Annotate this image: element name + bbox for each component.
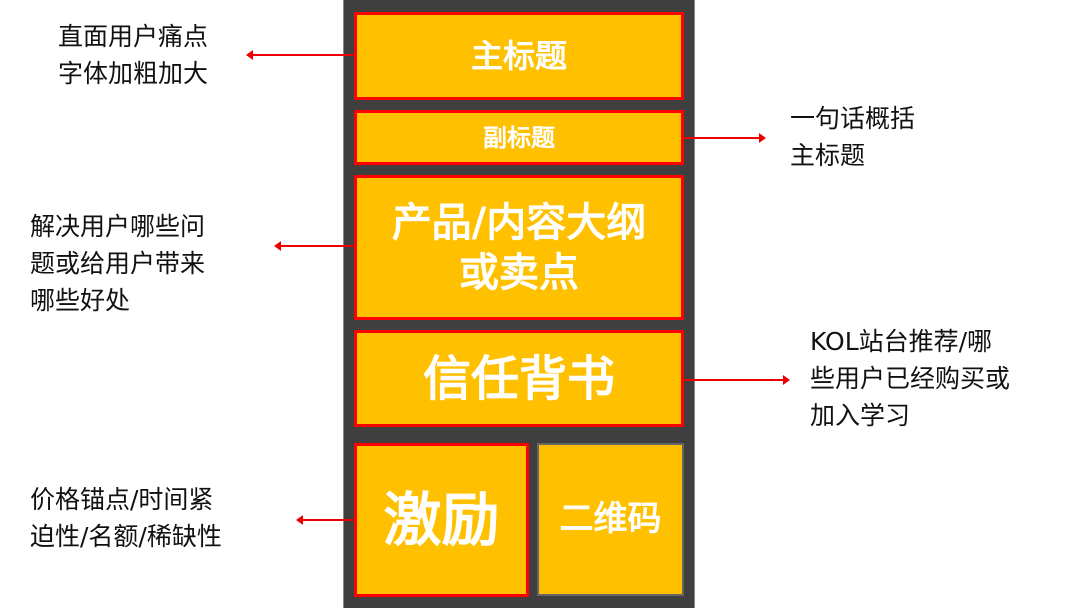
subtitle-block: 副标题 <box>354 110 684 165</box>
note-trust: KOL站台推荐/哪 些用户已经购买或 加入学习 <box>810 327 1011 430</box>
product-block: 产品/内容大纲或卖点 <box>354 175 684 320</box>
incentive-block: 激励 <box>354 443 529 597</box>
note-incentive: 价格锚点/时间紧 迫性/名额/稀缺性 <box>30 485 222 551</box>
trust-block: 信任背书 <box>354 330 684 427</box>
arrow-product <box>274 241 354 251</box>
note-subtitle: 一句话概括 主标题 <box>790 104 916 170</box>
qr-code-block: 二维码 <box>537 443 684 596</box>
note-main-title: 直面用户痛点 字体加粗加大 <box>58 22 209 88</box>
arrow-subtitle <box>684 133 766 143</box>
note-product: 解决用户哪些问 题或给用户带来 哪些好处 <box>30 212 206 315</box>
arrow-incentive <box>296 515 354 525</box>
main-title-block: 主标题 <box>354 12 684 100</box>
arrow-main-title <box>246 50 354 60</box>
arrow-trust <box>684 375 790 385</box>
